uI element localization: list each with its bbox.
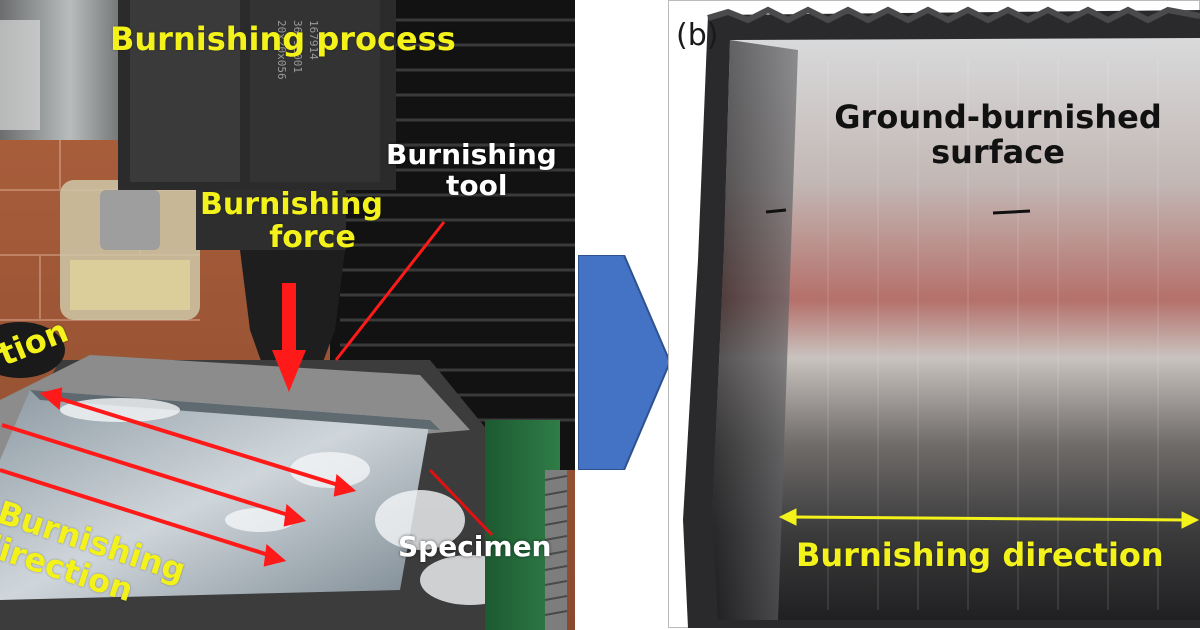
svg-text:20x20x056: 20x20x056 <box>275 20 288 80</box>
force-arrow <box>272 283 306 392</box>
specimen-label: Specimen <box>398 530 552 563</box>
surface-label-line2: surface <box>931 133 1065 172</box>
burnished-surface-photo <box>668 0 1200 628</box>
force-label-line2: force <box>269 220 356 255</box>
direction-label-b: Burnishing direction <box>796 536 1164 574</box>
panel-b-letter: (b) <box>676 18 719 53</box>
process-arrow <box>578 255 670 470</box>
burnishing-setup-photo: 167914 36-9E001 20x20x056 <box>0 0 575 630</box>
force-label: Burnishing force <box>200 188 383 254</box>
specimen-pointer-line <box>428 468 494 537</box>
svg-text:167914: 167914 <box>307 20 320 60</box>
photo-panel-a: 167914 36-9E001 20x20x056 <box>0 0 575 630</box>
burnishing-process-title: Burnishing process <box>110 20 456 58</box>
svg-text:36-9E001: 36-9E001 <box>291 20 304 73</box>
burnishing-track-arrows <box>0 387 357 567</box>
tool-pointer-line <box>334 221 446 361</box>
burnishing-direction-arrow <box>778 508 1200 529</box>
surface-label: Ground-burnished surface <box>818 98 1178 172</box>
force-label-line1: Burnishing <box>200 187 383 222</box>
surface-label-line1: Ground-burnished <box>834 98 1162 136</box>
tool-label-line1: Burnishing <box>386 138 557 171</box>
tool-label-line2: tool <box>446 168 508 202</box>
tool-label: Burnishing tool <box>386 138 557 202</box>
photo-panel-b: (b) Ground-burnished surface Burnishing … <box>668 0 1200 628</box>
